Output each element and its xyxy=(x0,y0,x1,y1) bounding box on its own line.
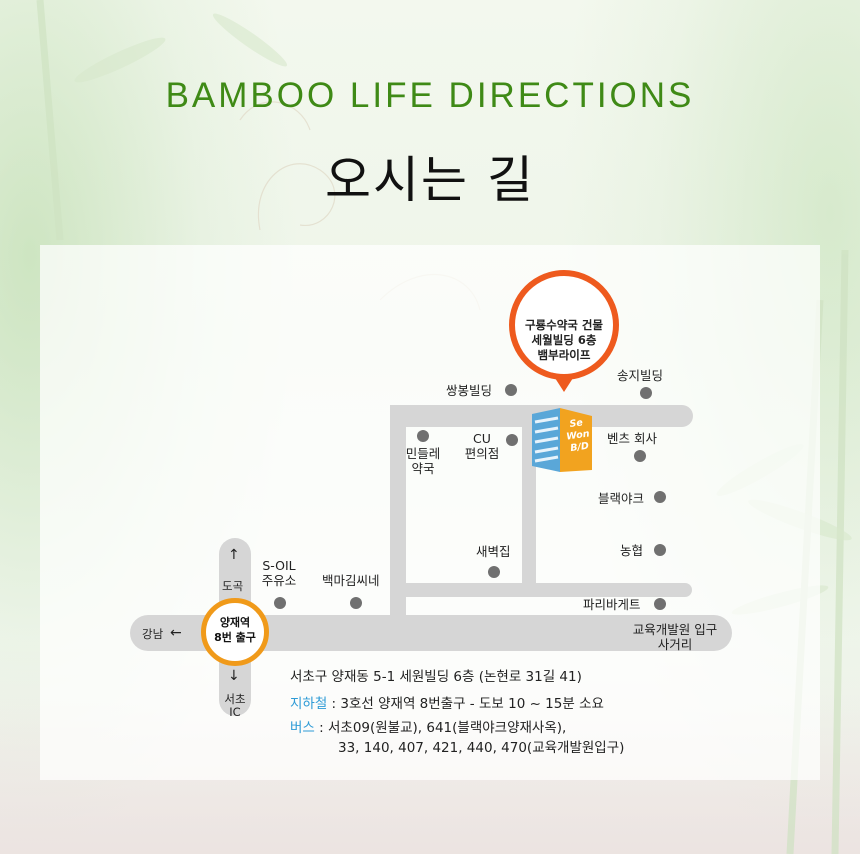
landmark-soil-line2: 주유소 xyxy=(261,573,297,588)
direction-south: 서초 IC xyxy=(215,693,255,719)
landmark-dot-ssangbong xyxy=(505,384,517,396)
station-label: 양재역 8번 출구 xyxy=(201,615,269,645)
landmark-mindeulle-line1: 민들레 xyxy=(405,446,441,461)
landmark-mindeulle: 민들레 약국 xyxy=(398,446,448,476)
landmark-dot-cu xyxy=(506,434,518,446)
landmark-edu-line2: 사거리 xyxy=(657,637,693,652)
bus-info: 버스 : 서초09(원불교), 641(블랙야크양재사옥), xyxy=(290,716,566,736)
direction-south-line1: 서초 xyxy=(224,692,246,706)
page-title: 오시는 길 xyxy=(325,151,535,209)
destination-marker xyxy=(509,270,619,380)
direction-south-line2: IC xyxy=(229,705,241,719)
sewon-building-icon xyxy=(532,408,592,472)
destination-marker-pointer xyxy=(555,378,573,392)
station-marker xyxy=(201,598,269,666)
landmark-dot-baekmagim xyxy=(350,597,362,609)
direction-north: 도곡 xyxy=(222,579,244,593)
landmark-mindeulle-line2: 약국 xyxy=(411,461,435,476)
landmark-baekmagim: 백마김씨네 xyxy=(322,573,380,588)
landmark-cu: CU 편의점 xyxy=(458,431,506,461)
destination-line3: 뱀부라이프 xyxy=(537,348,591,362)
landmark-dot-blackyak xyxy=(654,491,666,503)
landmark-blackyak: 블랙야크 xyxy=(598,491,645,506)
landmark-nonghyup: 농협 xyxy=(620,543,644,558)
bus-label: 버스 xyxy=(290,720,315,736)
destination-label: 구룡수약국 건물 세월빌딩 6층 뱀부라이프 xyxy=(509,318,619,363)
arrow-up-icon: ↑ xyxy=(228,547,240,563)
building-sign: Se Won B/D xyxy=(561,416,596,456)
landmark-cu-line1: CU xyxy=(473,431,491,446)
road-lower-horizontal xyxy=(390,583,692,597)
station-line1: 양재역 xyxy=(219,616,251,629)
bus-text-line1: : 서초09(원불교), 641(블랙야크양재사옥), xyxy=(314,720,567,736)
landmark-cu-line2: 편의점 xyxy=(464,446,500,461)
direction-west: 강남 xyxy=(142,627,164,641)
destination-line1: 구룡수약국 건물 xyxy=(524,318,604,332)
landmark-dot-nonghyup xyxy=(654,544,666,556)
station-line2: 8번 출구 xyxy=(214,631,256,644)
subway-text: : 3호선 양재역 8번출구 - 도보 10 ~ 15분 소요 xyxy=(327,696,604,712)
road-left-vertical xyxy=(390,405,406,615)
destination-line2: 세월빌딩 6층 xyxy=(531,333,597,347)
landmark-edu-line1: 교육개발원 입구 xyxy=(632,622,718,637)
landmark-songji: 송지빌딩 xyxy=(617,368,664,383)
landmark-saebyeok: 새벽집 xyxy=(476,544,511,559)
landmark-bench: 벤츠 회사 xyxy=(607,431,657,446)
page-title-english: BAMBOO LIFE DIRECTIONS xyxy=(165,76,695,115)
landmark-dot-mindeulle xyxy=(417,430,429,442)
landmark-ssangbong: 쌍봉빌딩 xyxy=(446,383,493,398)
landmark-soil-line1: S-OIL xyxy=(262,558,296,573)
map-panel xyxy=(40,245,820,780)
landmark-dot-paris xyxy=(654,598,666,610)
landmark-paris: 파리바게트 xyxy=(583,597,641,612)
landmark-dot-bench xyxy=(634,450,646,462)
subway-label: 지하철 xyxy=(290,696,328,712)
landmark-dot-soil xyxy=(274,597,286,609)
landmark-dot-songji xyxy=(640,387,652,399)
landmark-dot-saebyeok xyxy=(488,566,500,578)
landmark-edu-intersection: 교육개발원 입구 사거리 xyxy=(620,622,730,652)
arrow-left-icon: ← xyxy=(170,625,182,641)
subway-info: 지하철 : 3호선 양재역 8번출구 - 도보 10 ~ 15분 소요 xyxy=(290,692,604,712)
bus-text-line2: 33, 140, 407, 421, 440, 470(교육개발원입구) xyxy=(338,740,625,756)
arrow-down-icon: ↓ xyxy=(228,668,240,684)
address-text: 서초구 양재동 5-1 세원빌딩 6층 (논현로 31길 41) xyxy=(290,669,582,685)
landmark-soil: S-OIL 주유소 xyxy=(254,558,304,588)
